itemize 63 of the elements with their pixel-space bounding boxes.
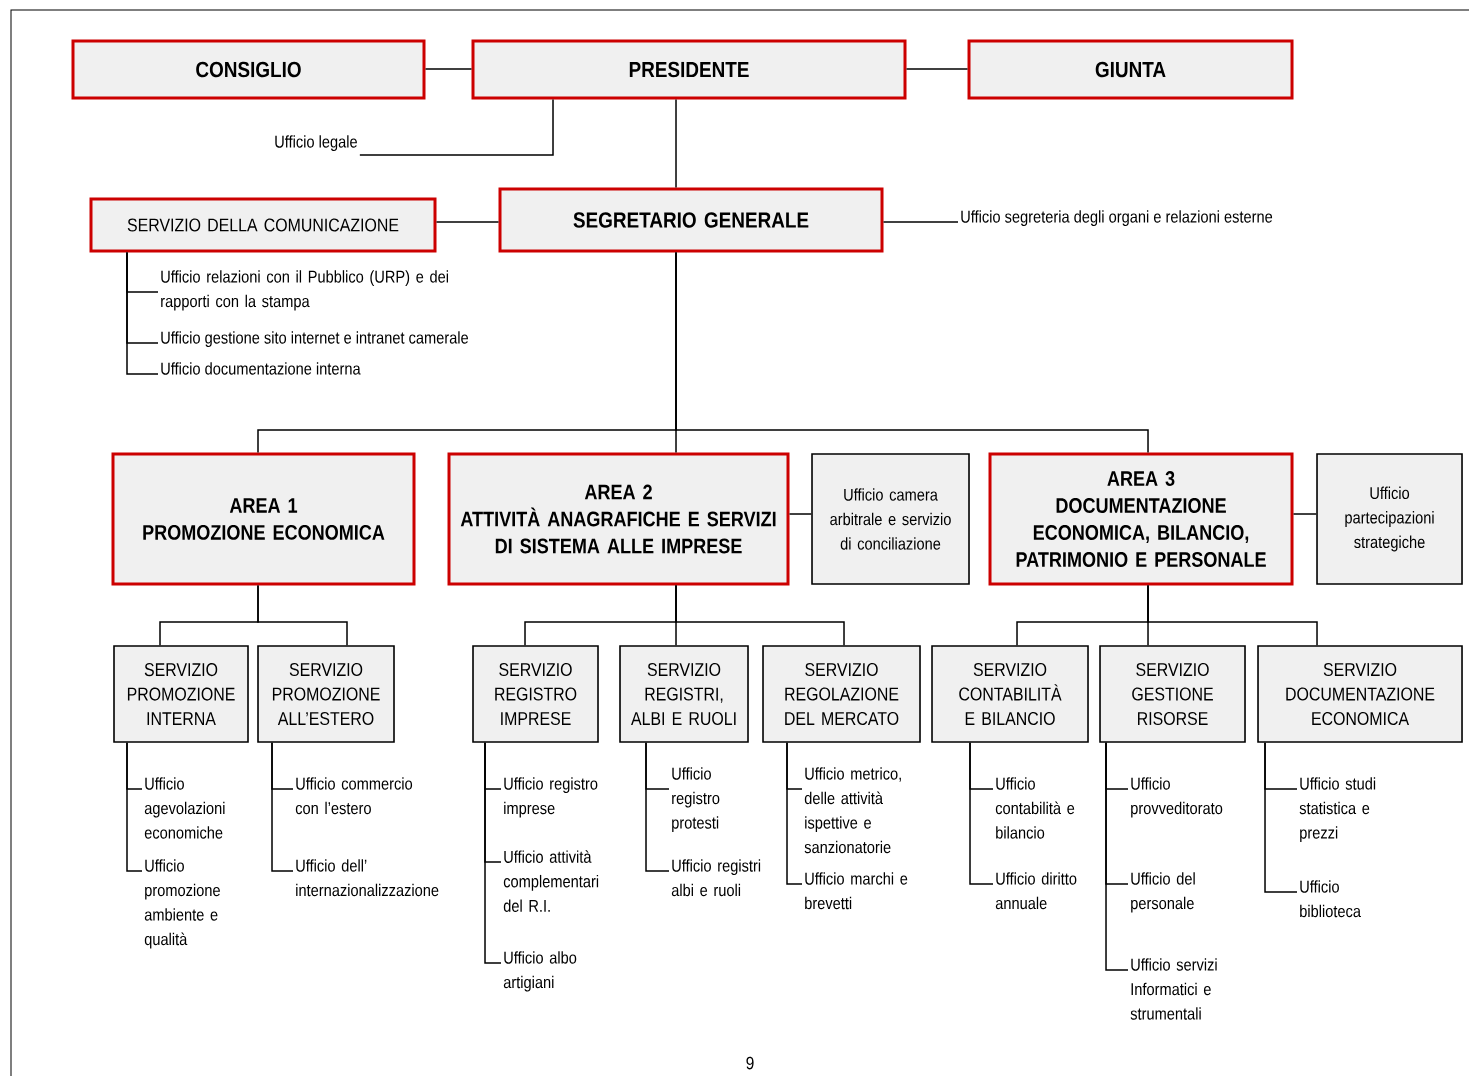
- office-label: Ufficio albo artigiani: [503, 951, 577, 992]
- page-number: 9: [746, 1056, 754, 1070]
- connector-line: [126, 251, 159, 375]
- org-box: SERVIZIO REGOLAZIONE DEL MERCATO: [762, 645, 921, 743]
- connector-line: [788, 513, 812, 515]
- org-box: AREA 2 ATTIVITÀ ANAGRAFICHE E SERVIZI DI SISTEMA ALLE IMPRESE: [447, 452, 790, 586]
- office-label: Ufficio segreteria degli organi e relazioni esterne: [961, 210, 1273, 227]
- org-box: SERVIZIO GESTIONE RISORSE: [1099, 645, 1246, 743]
- office-label: Ufficio dell’ internazionalizzazione: [296, 859, 439, 897]
- connector-line: [905, 68, 969, 70]
- org-box: SERVIZIO PROMOZIONE ALL’ESTERO: [257, 645, 395, 743]
- org-box: SERVIZIO CONTABILITÀ E BILANCIO: [931, 645, 1089, 743]
- office-label: Ufficio documentazione interna: [161, 362, 361, 375]
- org-box: CONSIGLIO: [71, 39, 426, 100]
- org-box: AREA 1 PROMOZIONE ECONOMICA: [111, 452, 416, 586]
- connector-line: [126, 742, 143, 872]
- office-label: Ufficio biblioteca: [1300, 880, 1361, 918]
- connector-line: [675, 251, 1149, 454]
- connector-line: [435, 221, 500, 223]
- connector-line: [645, 742, 670, 872]
- connector-line: [675, 98, 677, 189]
- org-box: SERVIZIO DELLA COMUNICAZIONE: [89, 197, 437, 253]
- office-label: Ufficio registri albi e ruoli: [671, 859, 761, 897]
- connector-line: [359, 98, 554, 156]
- connector-line: [257, 584, 348, 646]
- connector-line: [484, 742, 502, 964]
- office-label: Ufficio relazioni con il Pubblico (URP) e dei rapporti con la stampa: [161, 270, 448, 311]
- office-label: Ufficio marchi e brevetti: [805, 872, 908, 910]
- office-label: Ufficio contabilità e bilancio: [995, 777, 1075, 839]
- org-box: SERVIZIO PROMOZIONE INTERNA: [113, 645, 249, 743]
- org-box: Ufficio camera arbitrale e servizio di conciliazione: [811, 453, 970, 585]
- org-box: SERVIZIO REGISTRI, ALBI E RUOLI: [619, 645, 749, 743]
- connector-line: [1292, 513, 1317, 515]
- office-label: Ufficio diritto annuale: [995, 872, 1077, 910]
- office-label: Ufficio servizi Informatici e strumentali: [1130, 958, 1217, 1020]
- office-label: Ufficio registro protesti: [672, 767, 720, 833]
- connector-line: [969, 742, 994, 885]
- office-label: Ufficio promozione ambiente e qualità: [144, 859, 220, 949]
- office-label: Ufficio registro imprese: [504, 777, 598, 818]
- org-box: SEGRETARIO GENERALE: [498, 187, 884, 253]
- office-label: Ufficio legale: [275, 135, 357, 152]
- office-label: Ufficio commercio con l’estero: [295, 777, 413, 815]
- office-label: Ufficio agevolazioni economiche: [144, 777, 225, 839]
- connector-line: [786, 742, 803, 885]
- office-label: Ufficio del personale: [1131, 872, 1195, 913]
- office-label: Ufficio studi statistica e prezzi: [1299, 777, 1376, 843]
- connector-line: [1147, 584, 1318, 646]
- org-box: SERVIZIO DOCUMENTAZIONE ECONOMICA: [1257, 645, 1463, 743]
- office-label: Ufficio provveditorato: [1131, 777, 1223, 818]
- org-box: Ufficio partecipazioni strategiche: [1316, 453, 1463, 585]
- connector-line: [882, 221, 959, 223]
- connector-line: [424, 68, 473, 70]
- connector-line: [271, 742, 294, 872]
- connector-line: [1105, 742, 1129, 971]
- org-box: AREA 3 DOCUMENTAZIONE ECONOMICA, BILANCIO, PATRIMONIO E PERSONALE: [988, 452, 1294, 586]
- org-box: SERVIZIO REGISTRO IMPRESE: [472, 645, 599, 743]
- office-label: Ufficio gestione sito internet e intranet camerale: [161, 331, 469, 348]
- office-label: Ufficio attività complementari del R.I.: [503, 850, 599, 912]
- connector-line: [675, 584, 845, 646]
- connector-line: [1264, 742, 1298, 893]
- org-box: GIUNTA: [967, 39, 1294, 100]
- org-box: PRESIDENTE: [471, 39, 907, 100]
- office-label: Ufficio metrico, delle attività ispettive e sanzionatorie: [804, 767, 901, 854]
